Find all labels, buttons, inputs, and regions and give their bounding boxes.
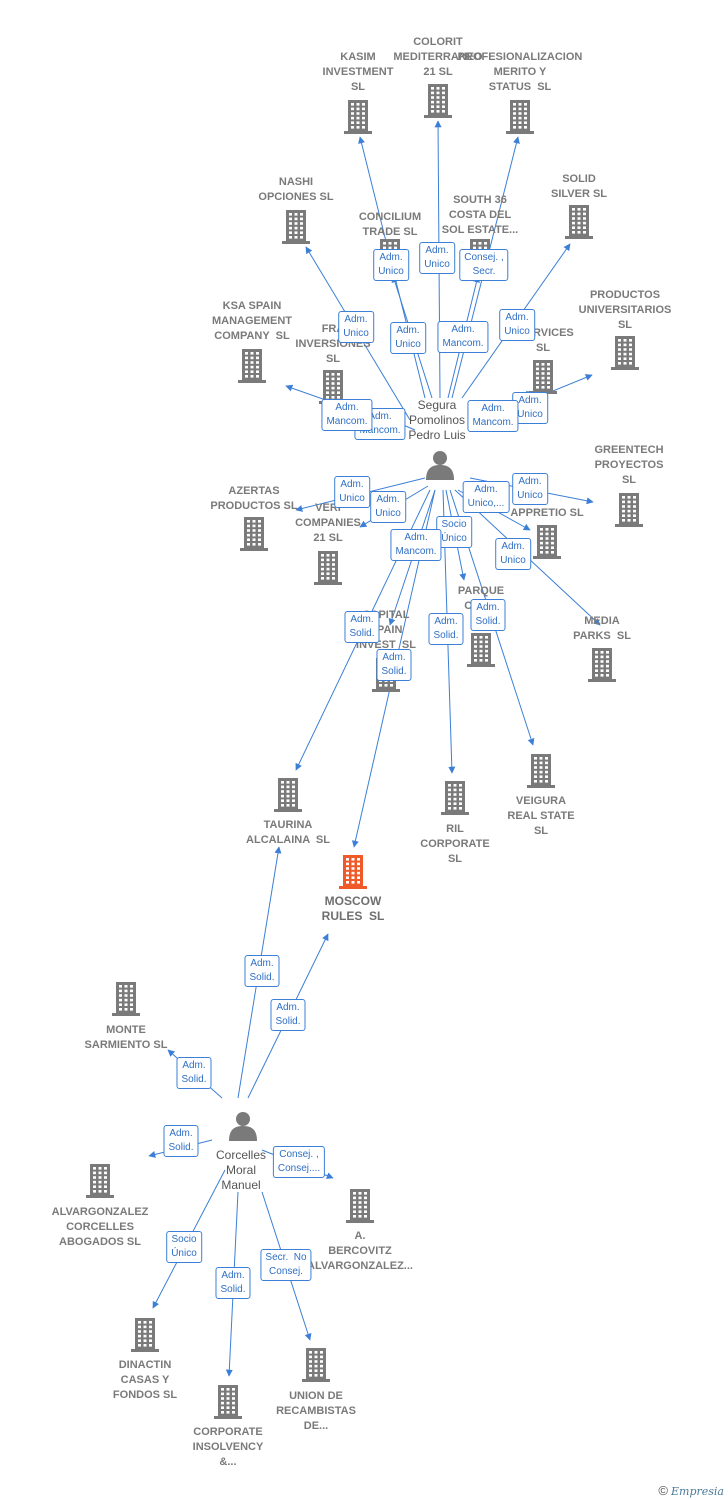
edge-role-label: Adm. Unico xyxy=(390,322,426,354)
edge-role-label: Adm. Solid. xyxy=(470,599,506,631)
edge-role-label: Adm. Mancom. xyxy=(390,529,442,561)
edge-role-label: Secr. No Consej. xyxy=(260,1249,312,1281)
building-icon[interactable] xyxy=(527,754,555,788)
brand-name: Empresia xyxy=(671,1485,724,1498)
company-label-bercovitz[interactable]: A. BERCOVITZ ALVARGONZALEZ... xyxy=(307,1230,413,1272)
edge-role-label: Adm. Solid. xyxy=(215,1267,251,1299)
building-icon[interactable] xyxy=(131,1318,159,1352)
building-icon[interactable] xyxy=(615,493,643,527)
company-label-veigura[interactable]: VEIGURA REAL STATE SL xyxy=(507,795,575,837)
edge-role-label: Adm. Solid. xyxy=(344,611,380,643)
company-label-taurina[interactable]: TAURINA ALCALAINA SL xyxy=(246,819,330,846)
copyright-symbol: © xyxy=(658,1483,668,1498)
edge-role-label: Adm. Mancom. xyxy=(354,408,406,440)
company-label-ril[interactable]: RIL CORPORATE SL xyxy=(420,823,490,865)
company-label-nashi[interactable]: NASHI OPCIONES SL xyxy=(258,176,334,203)
building-icon[interactable] xyxy=(467,633,495,667)
edge-role-label: Consej. , Consej.... xyxy=(272,1146,326,1178)
edge-role-label: Adm. Solid. xyxy=(163,1125,199,1157)
building-icon[interactable] xyxy=(86,1164,114,1198)
company-label-colorit[interactable]: COLORIT MEDITERRANEO 21 SL xyxy=(393,36,483,78)
edge-role-label: Adm. Unico xyxy=(512,473,548,505)
company-label-media[interactable]: MEDIA PARKS SL xyxy=(573,615,631,642)
edge-role-label: Adm. Solid. xyxy=(244,955,280,987)
company-label-veri[interactable]: VERI COMPANIES 21 SL xyxy=(295,502,361,544)
person-icon[interactable] xyxy=(229,1112,257,1141)
edge-role-label: Adm. Unico xyxy=(373,249,409,281)
building-icon[interactable] xyxy=(588,648,616,682)
person-label-segura[interactable]: Segura Pomolinos Pedro Luis xyxy=(408,398,466,442)
company-label-moscow[interactable]: MOSCOW RULES SL xyxy=(321,894,385,923)
company-label-azertas[interactable]: AZERTAS PRODUCTOS SL xyxy=(210,485,298,512)
building-icon[interactable] xyxy=(565,205,593,239)
building-icon[interactable] xyxy=(314,551,342,585)
edge-role-label: Adm. Solid. xyxy=(376,649,412,681)
company-label-greentech[interactable]: GREENTECH PROYECTOS SL xyxy=(594,444,664,486)
edge-role-label: Adm. Unico xyxy=(338,311,374,343)
company-label-appretio[interactable]: APPRETIO SL xyxy=(510,507,584,519)
company-label-solid[interactable]: SOLID SILVER SL xyxy=(550,173,608,200)
building-icon[interactable] xyxy=(424,84,452,118)
edge-role-label: Adm. Unico,... xyxy=(462,481,510,513)
company-label-corporate[interactable]: CORPORATE INSOLVENCY &... xyxy=(192,1426,264,1468)
company-label-south36[interactable]: SOUTH 36 COSTA DEL SOL ESTATE... xyxy=(441,194,519,236)
company-label-union[interactable]: UNION DE RECAMBISTAS DE... xyxy=(276,1390,356,1432)
building-icon[interactable] xyxy=(282,210,310,244)
edge-role-label: Socio Único xyxy=(166,1231,202,1263)
company-label-productos[interactable]: PRODUCTOS UNIVERSITARIOS SL xyxy=(578,289,672,331)
building-icon[interactable] xyxy=(441,781,469,815)
company-label-monte[interactable]: MONTE SARMIENTO SL xyxy=(84,1024,168,1051)
edge-role-label: Adm. Unico xyxy=(419,242,455,274)
person-icon[interactable] xyxy=(426,451,454,480)
edge-role-label: Adm. Unico xyxy=(495,538,531,570)
edge-role-label: Adm. Mancom. xyxy=(437,321,489,353)
person-label-corcelles[interactable]: Corcelles Moral Manuel xyxy=(215,1148,267,1192)
edge-role-label: Adm. Unico xyxy=(370,491,406,523)
company-label-kasim[interactable]: KASIM INVESTMENT SL xyxy=(322,51,394,93)
company-label-alvargonzalez[interactable]: ALVARGONZALEZ CORCELLES ABOGADOS SL xyxy=(51,1206,149,1248)
building-icon[interactable] xyxy=(346,1189,374,1223)
edge-role-label: Socio Único xyxy=(436,516,472,548)
building-icon[interactable] xyxy=(240,517,268,551)
edge-role-label: Adm. Solid. xyxy=(428,613,464,645)
building-icon[interactable] xyxy=(506,100,534,134)
building-icon[interactable] xyxy=(529,360,557,394)
building-icon[interactable] xyxy=(302,1348,330,1382)
edge-role-label: Adm. Unico xyxy=(334,476,370,508)
building-icon[interactable] xyxy=(344,100,372,134)
edge-role-label: Adm. Unico xyxy=(499,309,535,341)
building-icon[interactable] xyxy=(533,525,561,559)
company-label-ksa[interactable]: KSA SPAIN MANAGEMENT COMPANY SL xyxy=(211,300,293,342)
building-icon[interactable] xyxy=(274,778,302,812)
company-label-profes[interactable]: PROFESIONALIZACION MERITO Y STATUS SL xyxy=(457,51,583,93)
edge-role-label: Consej. , Secr. xyxy=(459,249,509,281)
building-icon[interactable] xyxy=(214,1385,242,1419)
company-label-concilium[interactable]: CONCILIUM TRADE SL xyxy=(358,211,422,238)
edge-role-label: Adm. Mancom. xyxy=(321,399,373,431)
building-icon[interactable] xyxy=(339,855,367,889)
edge-role-label: Adm. Solid. xyxy=(270,999,306,1031)
building-icon[interactable] xyxy=(611,336,639,370)
edge-role-label: Adm. Mancom. xyxy=(467,400,519,432)
building-icon[interactable] xyxy=(112,982,140,1016)
nodes-layer xyxy=(86,84,643,1419)
footer-brand: © Empresia xyxy=(658,1483,724,1498)
edge-role-label: Adm. Solid. xyxy=(176,1057,212,1089)
building-icon[interactable] xyxy=(238,349,266,383)
company-label-dinactin[interactable]: DINACTIN CASAS Y FONDOS SL xyxy=(112,1359,178,1401)
